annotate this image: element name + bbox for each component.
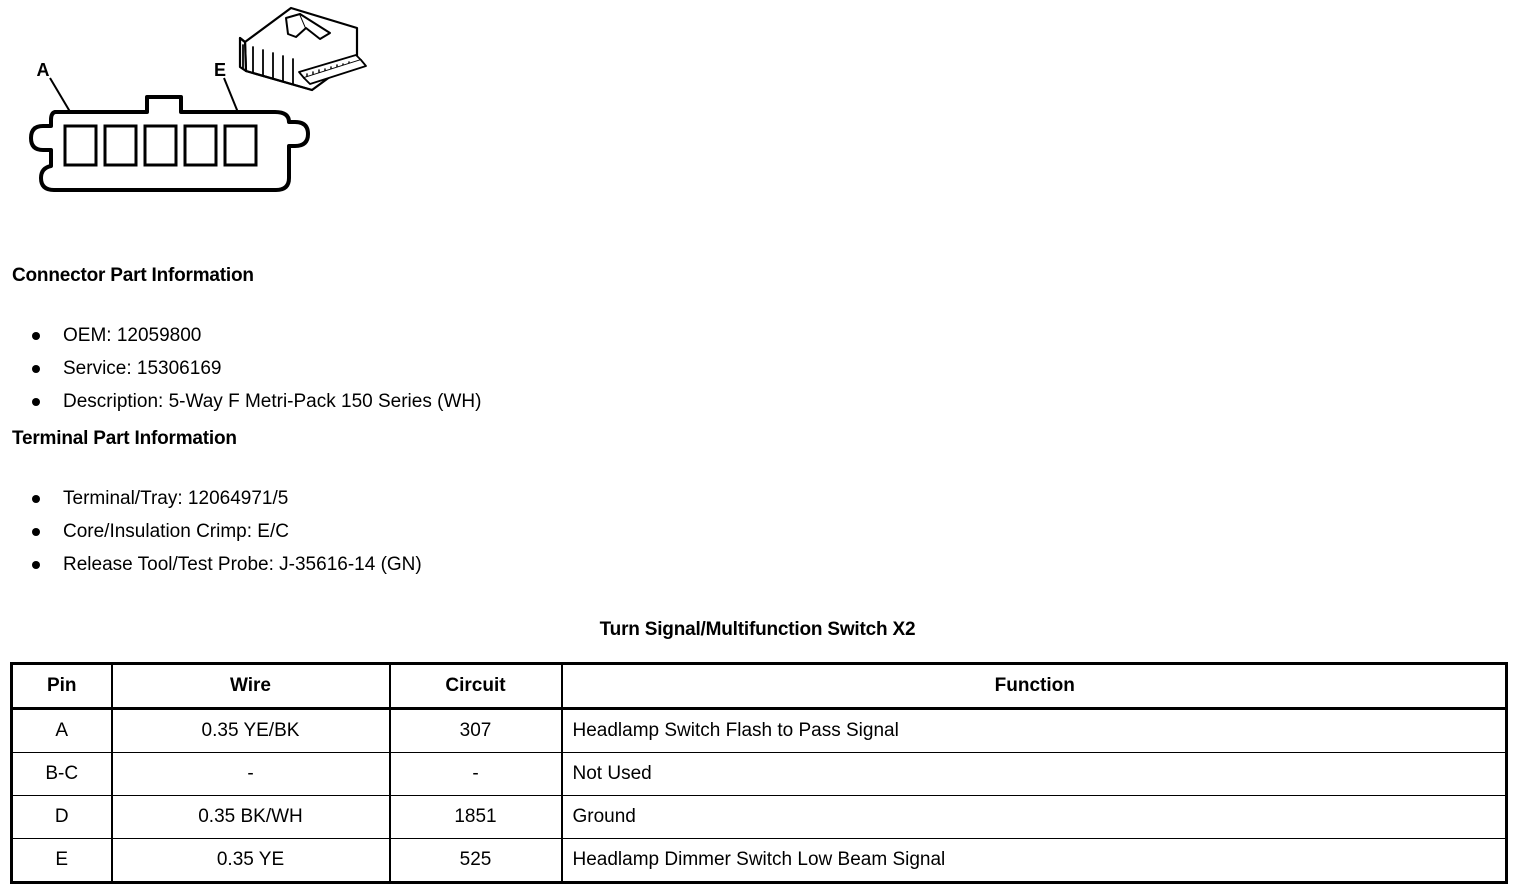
cavity-b <box>103 124 138 167</box>
cell-circuit: 307 <box>388 708 563 753</box>
cavity-e <box>223 124 258 167</box>
table-row: A 0.35 YE/BK 307 Headlamp Switch Flash t… <box>10 708 1508 753</box>
bullet-icon <box>32 365 40 373</box>
list-item-label: OEM: 12059800 <box>63 325 202 346</box>
list-item: Terminal/Tray: 12064971/5 <box>0 482 422 515</box>
cell-function: Ground <box>560 795 1508 839</box>
cavity-d <box>183 124 218 167</box>
cell-circuit: - <box>388 752 563 796</box>
cell-function: Not Used <box>560 752 1508 796</box>
connector-illustration: A E <box>0 0 400 225</box>
cell-wire: - <box>110 752 391 796</box>
table-row: D 0.35 BK/WH 1851 Ground <box>10 795 1508 839</box>
cell-wire: 0.35 YE <box>110 838 391 884</box>
cell-pin: A <box>10 708 113 753</box>
cavity-c <box>143 124 178 167</box>
list-item: OEM: 12059800 <box>0 319 481 352</box>
list-item-label: Release Tool/Test Probe: J-35616-14 (GN) <box>63 554 422 575</box>
pin-callout-a: A <box>37 60 50 80</box>
column-header-wire: Wire <box>110 662 391 710</box>
column-header-function: Function <box>560 662 1508 710</box>
pin-callout-e: E <box>214 60 226 80</box>
column-header-pin: Pin <box>10 662 113 710</box>
bullet-icon <box>32 561 40 569</box>
list-item: Core/Insulation Crimp: E/C <box>0 515 422 548</box>
bullet-icon <box>32 398 40 406</box>
list-item-label: Terminal/Tray: 12064971/5 <box>63 488 289 509</box>
list-item-label: Service: 15306169 <box>63 358 222 379</box>
pinout-table-title: Turn Signal/Multifunction Switch X2 <box>599 619 916 640</box>
connector-part-information-heading: Connector Part Information <box>12 265 254 286</box>
bullet-icon <box>32 495 40 503</box>
pinout-table: Pin Wire Circuit Function A 0.35 YE/BK 3… <box>10 662 1508 884</box>
cell-function: Headlamp Dimmer Switch Low Beam Signal <box>560 838 1508 884</box>
list-item: Service: 15306169 <box>0 352 481 385</box>
list-item: Description: 5-Way F Metri-Pack 150 Seri… <box>0 385 481 418</box>
cell-circuit: 1851 <box>388 795 563 839</box>
bullet-icon <box>32 528 40 536</box>
table-header-row: Pin Wire Circuit Function <box>10 662 1508 710</box>
cell-function: Headlamp Switch Flash to Pass Signal <box>560 708 1508 753</box>
list-item-label: Description: 5-Way F Metri-Pack 150 Seri… <box>63 391 482 412</box>
connector-part-information-list: OEM: 12059800 Service: 15306169 Descript… <box>0 319 481 418</box>
list-item-label: Core/Insulation Crimp: E/C <box>63 521 289 542</box>
table-row: E 0.35 YE 525 Headlamp Dimmer Switch Low… <box>10 838 1508 884</box>
cell-wire: 0.35 YE/BK <box>110 708 391 753</box>
terminal-part-information-list: Terminal/Tray: 12064971/5 Core/Insulatio… <box>0 482 422 581</box>
column-header-circuit: Circuit <box>388 662 563 710</box>
cell-pin: D <box>10 795 113 839</box>
connector-isometric-view <box>238 6 367 92</box>
list-item: Release Tool/Test Probe: J-35616-14 (GN) <box>0 548 422 581</box>
cavity-a <box>63 124 98 167</box>
table-row: B-C - - Not Used <box>10 752 1508 796</box>
bullet-icon <box>32 332 40 340</box>
cell-pin: B-C <box>10 752 113 796</box>
cell-circuit: 525 <box>388 838 563 884</box>
terminal-cavities <box>63 124 258 167</box>
cell-pin: E <box>10 838 113 884</box>
terminal-part-information-heading: Terminal Part Information <box>12 428 237 449</box>
cell-wire: 0.35 BK/WH <box>110 795 391 839</box>
